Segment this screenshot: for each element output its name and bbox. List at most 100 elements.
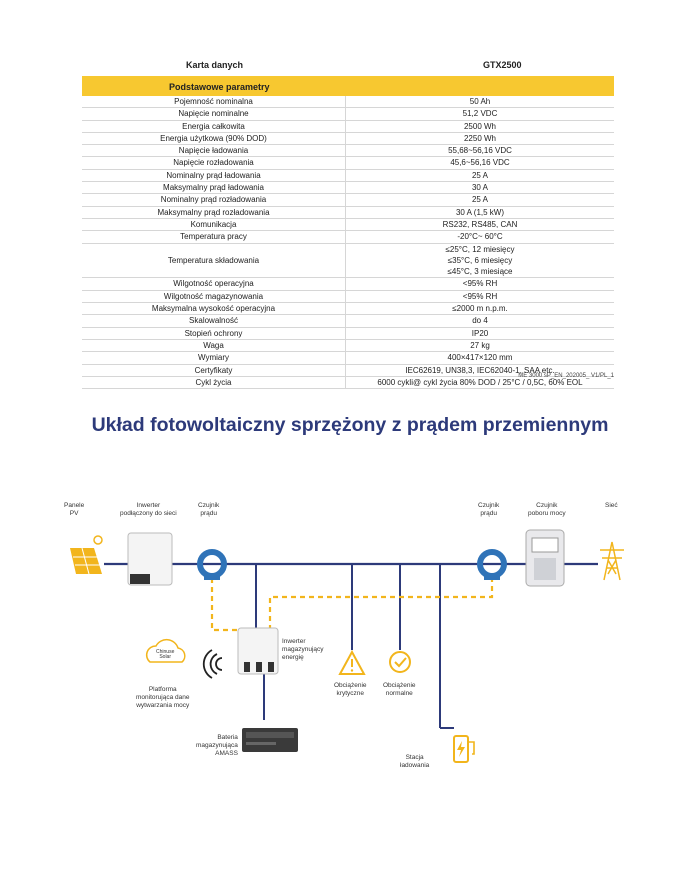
spec-key: Energia całkowita <box>82 120 346 133</box>
spec-value: <95% RH <box>345 277 614 291</box>
check-circle-icon <box>389 651 411 673</box>
spec-key: Komunikacja <box>82 218 346 232</box>
spec-key: Napięcie nominalne <box>82 107 346 121</box>
spec-value: 51,2 VDC <box>345 107 614 121</box>
spec-value: do 4 <box>345 314 614 328</box>
sensor-right-label: Czujnik prądu <box>478 502 500 517</box>
sensor-left-label: Czujnik prądu <box>198 502 220 517</box>
spec-key: Pojemność nominalna <box>82 96 346 109</box>
spec-key: Napięcie rozładowania <box>82 156 346 170</box>
spec-key: Nominalny prąd rozładowania <box>82 193 346 207</box>
spec-value: 30 A (1,5 kW) <box>345 206 614 219</box>
spec-value: 45,6~56,16 VDC <box>345 156 614 170</box>
critical-load-label: Obciążenie krytyczne <box>334 682 367 697</box>
spec-value: ≤2000 m n.p.m. <box>345 302 614 316</box>
current-sensor-left-icon <box>197 549 227 580</box>
normal-load-label: Obciążenie normalne <box>383 682 416 697</box>
spec-value: 50 Ah <box>345 96 614 109</box>
spec-key: Cykl życia <box>82 376 346 390</box>
spec-key: Skalowalność <box>82 314 346 328</box>
spec-key: Certyfikaty <box>82 364 346 377</box>
model-name: GTX2500 <box>483 60 522 70</box>
warning-icon <box>338 649 366 675</box>
spec-row: Temperatura składowania≤25°C, 12 miesięc… <box>82 243 614 279</box>
spec-key: Wilgotność magazynowania <box>82 290 346 304</box>
storage-inverter-icon <box>237 627 279 675</box>
storage-inverter-label: Inwerter magazynujący energię <box>282 638 324 661</box>
spec-value: IP20 <box>345 327 614 340</box>
diagram-graphic <box>70 529 624 763</box>
spec-key: Energia użytkowa (90% DOD) <box>82 132 346 146</box>
spec-value: 2500 Wh <box>345 120 614 133</box>
spec-value: 400×417×120 mm <box>345 351 614 365</box>
system-diagram: Panele PV Inwerter podłączony do sieci C… <box>0 490 700 780</box>
spec-key: Wymiary <box>82 351 346 365</box>
pv-label: Panele PV <box>64 502 85 517</box>
spec-row: Wilgotność magazynowania<95% RH <box>82 290 614 304</box>
transmission-tower-icon <box>600 541 624 581</box>
datasheet-header: Karta danych GTX2500 <box>82 56 614 76</box>
current-sensor-right-icon <box>477 549 507 580</box>
platform-label: Platforma monitorująca dane wytwarzania … <box>136 686 190 709</box>
spec-value: ≤25°C, 12 miesięcy ≤35°C, 6 miesięcy ≤45… <box>345 243 614 279</box>
grid-inverter-icon <box>127 532 173 586</box>
datasheet: Karta danych GTX2500 Podstawowe parametr… <box>82 56 614 390</box>
cloud-logo-text: Chinuse Solar <box>156 649 175 660</box>
datasheet-label: Karta danych <box>186 60 244 70</box>
wireless-signal-icon <box>202 649 223 679</box>
spec-value: 6000 cykli@ cykl życia 80% DOD / 25°C / … <box>345 376 614 390</box>
spec-value: IEC62619, UN38,3, IEC62040-1, SAA etc. <box>345 364 614 377</box>
spec-value: -20°C~ 60°C <box>345 230 614 244</box>
spec-value: RS232, RS485, CAN <box>345 218 614 232</box>
spec-value: 25 A <box>345 169 614 183</box>
spec-key: Maksymalna wysokość operacyjna <box>82 302 346 316</box>
spec-value: 55,68~56,16 VDC <box>345 144 614 158</box>
grid-label: Sieć <box>605 502 618 509</box>
spec-key: Maksymalny prąd ładowania <box>82 181 346 195</box>
solar-panel-icon <box>70 535 103 575</box>
comm-line-right <box>268 578 494 630</box>
spec-key: Nominalny prąd ładowania <box>82 169 346 183</box>
spec-value: 27 kg <box>345 339 614 353</box>
spec-key: Napięcie ładowania <box>82 144 346 158</box>
spec-key: Maksymalny prąd rozładowania <box>82 206 346 219</box>
spec-row: Energia użytkowa (90% DOD)2250 Wh <box>82 132 614 146</box>
spec-row: Temperatura pracy-20°C~ 60°C <box>82 230 614 244</box>
spec-value: 25 A <box>345 193 614 207</box>
page-title: Układ fotowoltaiczny sprzężony z prądem … <box>91 414 609 436</box>
charger-label: Stacja ładowania <box>400 754 430 769</box>
spec-row: Maksymalna wysokość operacyjna≤2000 m n.… <box>82 302 614 316</box>
battery-label: Bateria magazynująca AMASS <box>196 734 238 757</box>
spec-key: Waga <box>82 339 346 353</box>
comm-line-left <box>210 578 240 632</box>
spec-key: Wilgotność operacyjna <box>82 277 346 291</box>
spec-row: Wilgotność operacyjna<95% RH <box>82 277 614 291</box>
battery-icon <box>242 728 298 752</box>
spec-key: Temperatura składowania <box>82 243 346 279</box>
grid-inverter-label: Inwerter podłączony do sieci <box>120 502 177 517</box>
spec-key: Temperatura pracy <box>82 230 346 244</box>
meter-label: Czujnik poboru mocy <box>528 502 566 517</box>
power-meter-icon <box>525 529 565 587</box>
section-title: Podstawowe parametry <box>82 76 614 96</box>
spec-value: 30 A <box>345 181 614 195</box>
spec-key: Stopień ochrony <box>82 327 346 340</box>
cloud-platform-icon <box>145 638 186 663</box>
